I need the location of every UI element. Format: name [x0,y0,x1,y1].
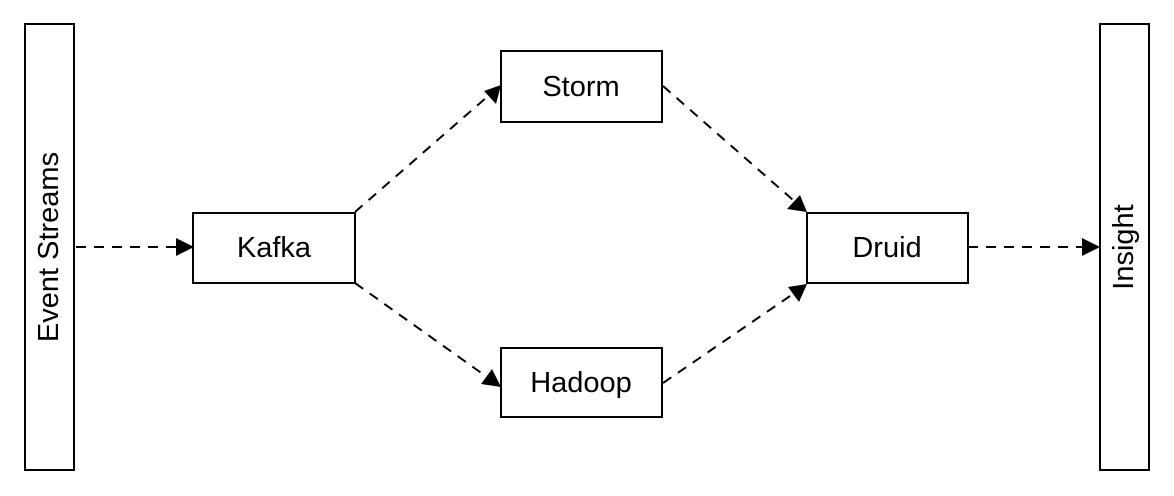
node-storm: Storm [500,50,663,123]
edge-kafka-to-storm [354,85,501,213]
node-label-insight: Insight [1108,204,1140,289]
edge-druid-to-insight [968,238,1100,256]
node-insight: Insight [1099,23,1150,471]
node-label-hadoop: Hadoop [530,367,632,399]
node-druid: Druid [806,212,969,284]
node-label-storm: Storm [542,71,619,103]
arrowhead-icon [787,195,807,212]
node-hadoop: Hadoop [500,347,663,418]
node-label-kafka: Kafka [237,232,312,264]
arrowhead-icon [176,238,194,256]
edge-storm-to-druid [662,85,807,212]
arrowhead-icon [1082,238,1100,256]
node-kafka: Kafka [192,212,356,284]
edge-event-streams-to-kafka [76,238,194,256]
edge-kafka-to-hadoop [354,282,501,387]
node-label-event-streams: Event Streams [33,152,65,342]
node-label-druid: Druid [852,232,921,264]
arrowhead-icon [788,284,807,302]
arrowhead-icon [481,369,501,387]
node-event-streams: Event Streams [24,23,75,471]
edge-hadoop-to-druid [662,284,807,384]
arrowhead-icon [484,85,501,104]
